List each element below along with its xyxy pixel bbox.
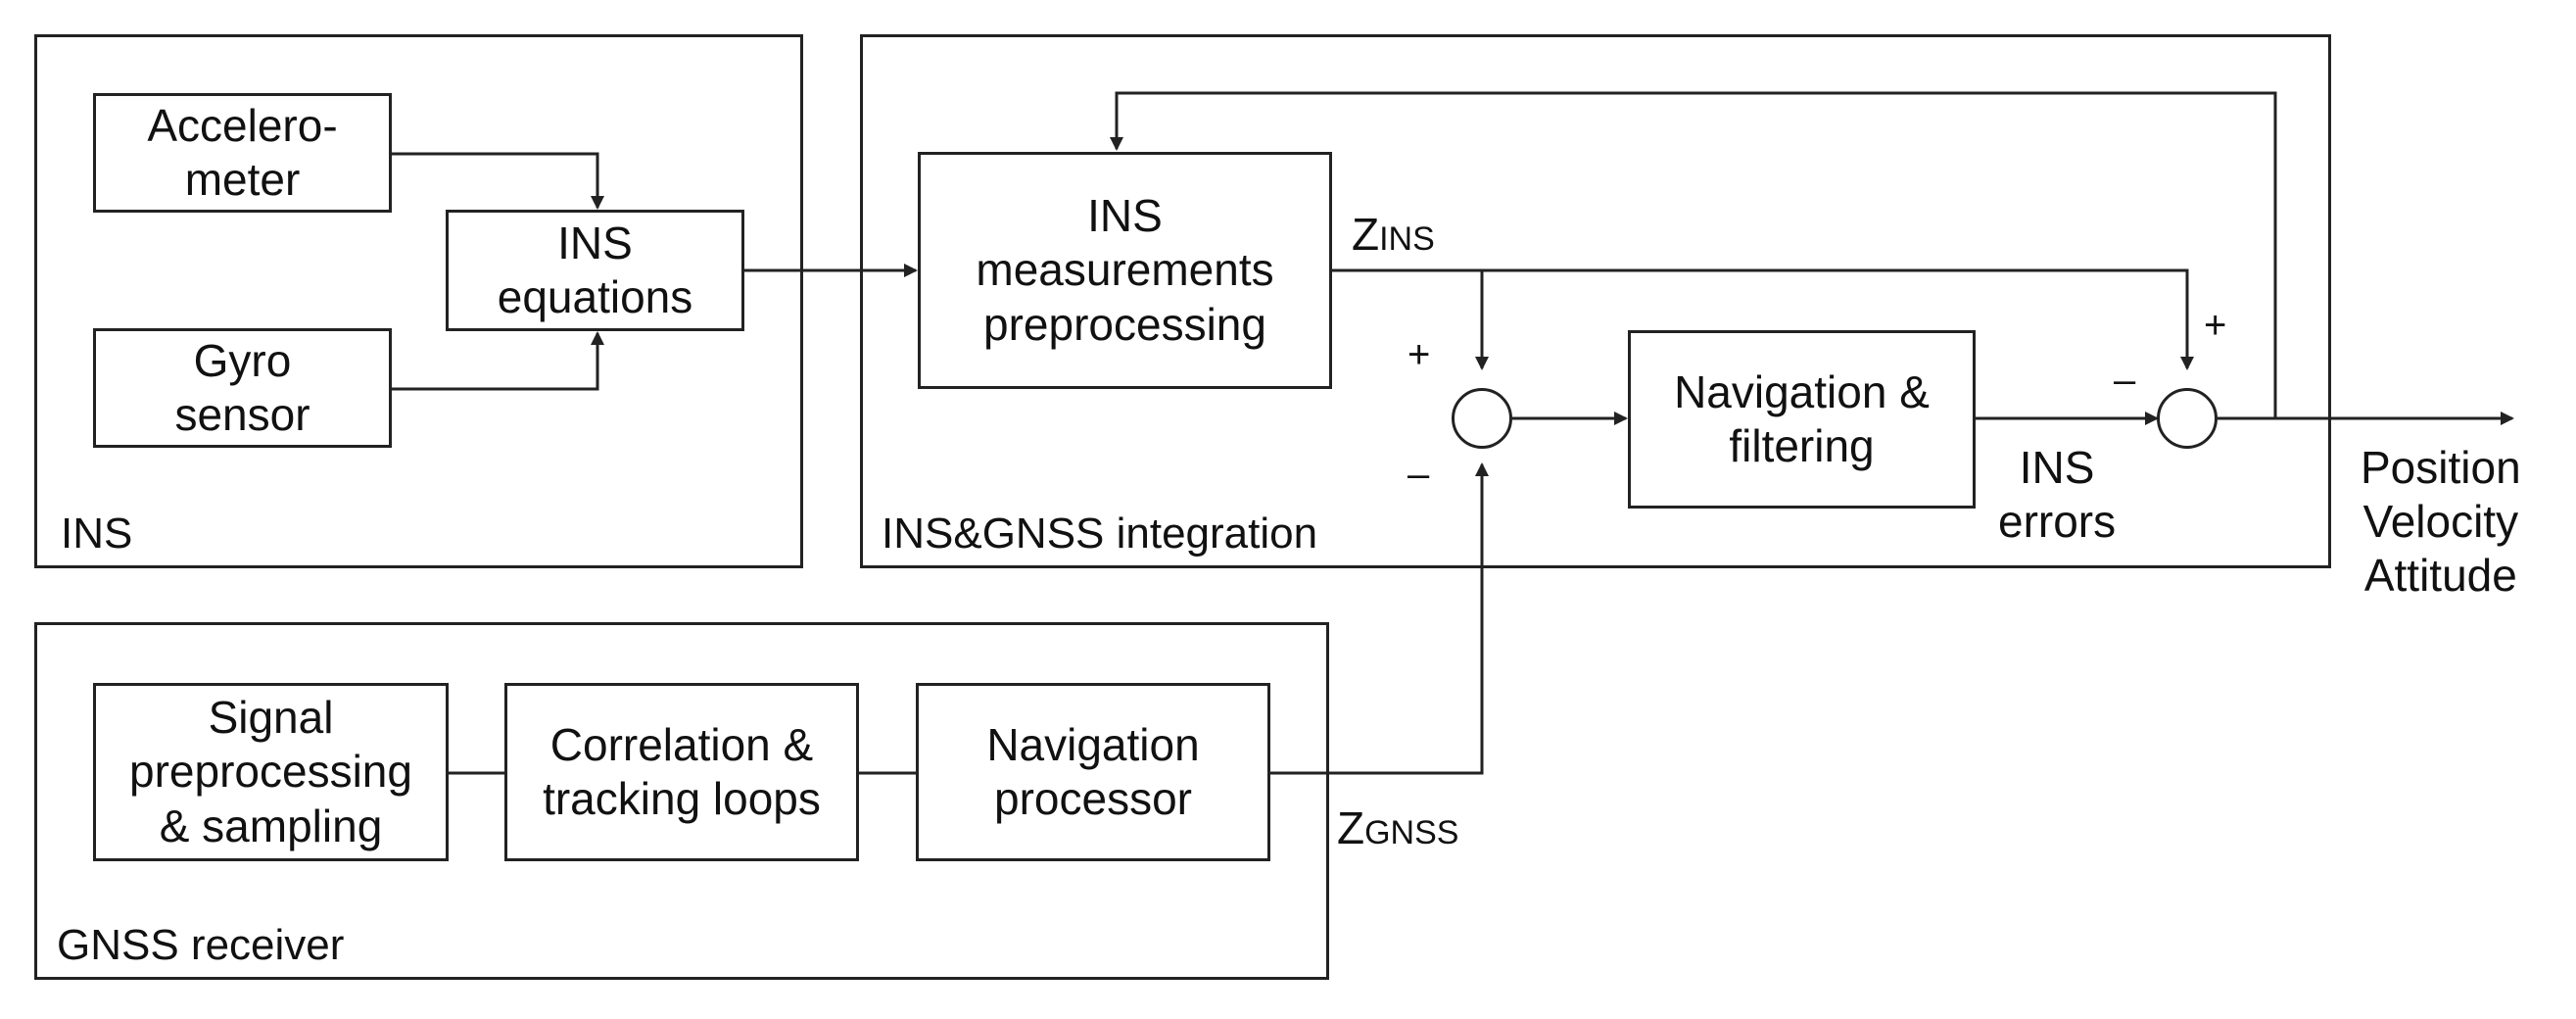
sum-junction-1 [1452,388,1512,449]
sum2-plus-sign: + [2204,304,2227,347]
sum1-plus-sign: + [1407,333,1431,376]
wire-gyro-to-equations [392,331,604,391]
z-ins-label: ZINS [1352,209,1435,260]
ins-errors-label: INS errors [1998,442,2117,548]
sum2-minus-sign: – [2114,359,2136,402]
integration-group-label: INS&GNSS integration [882,510,1318,558]
wire-zgnss [1270,462,1489,775]
accelerometer-block: Accelero-meter [93,93,392,213]
navigation-filtering-block: Navigation &filtering [1628,330,1976,509]
wire-zins [1332,268,2194,370]
sum1-minus-sign: – [1407,453,1430,496]
wire-feedback [1110,91,2277,418]
output-label: Position Velocity Attitude [2361,442,2521,602]
correlation-tracking-block: Correlation &tracking loops [504,683,859,861]
wire-accel-to-equations [392,152,604,210]
z-gnss-label: ZGNSS [1337,802,1459,853]
sum-junction-2 [2157,388,2218,449]
ins-group-label: INS [61,510,133,558]
gnss-group-label: GNSS receiver [57,921,345,969]
